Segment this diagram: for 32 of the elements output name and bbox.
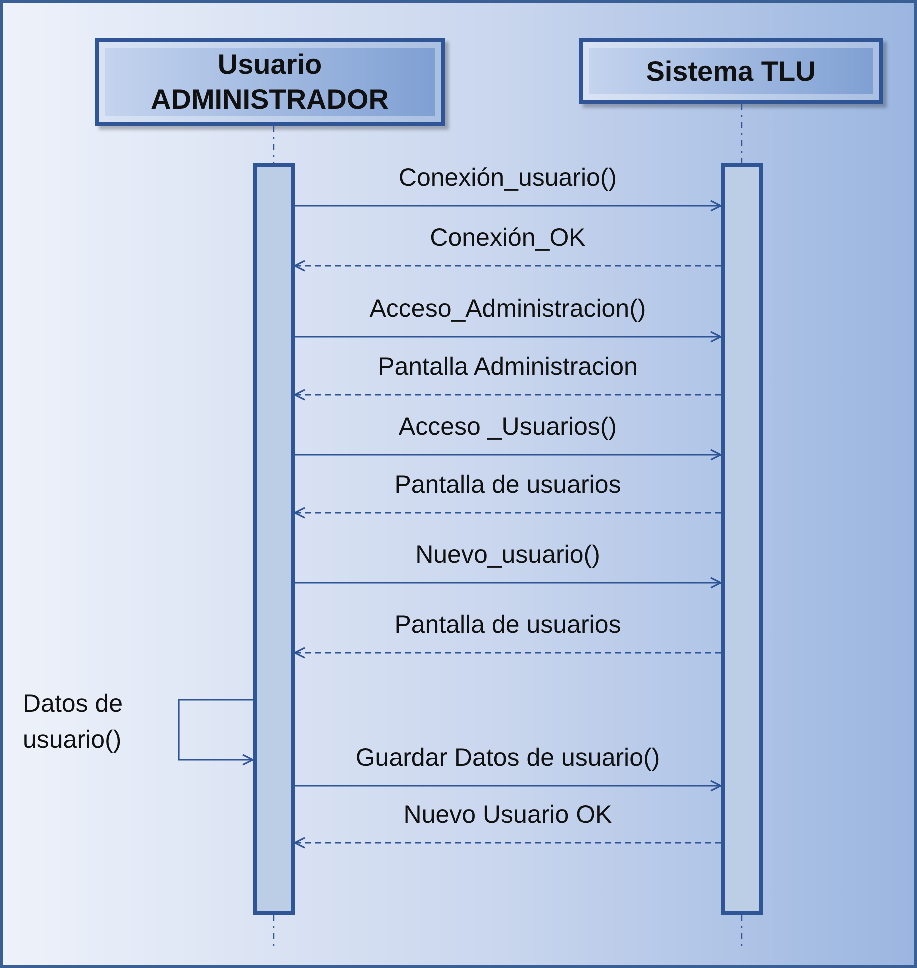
lifeline xyxy=(741,915,743,948)
message-arrow xyxy=(295,449,722,461)
message-label: Pantalla de usuarios xyxy=(394,471,622,500)
return-message-arrow xyxy=(294,389,721,401)
message-arrow xyxy=(295,780,722,792)
message-label: Datos de usuario() xyxy=(23,689,124,756)
message-label: Nuevo Usuario OK xyxy=(404,801,612,830)
message-arrow xyxy=(295,331,722,343)
lifeline-header-box xyxy=(579,38,883,104)
message-label: Pantalla Administracion xyxy=(378,353,638,382)
message-arrow xyxy=(295,200,722,212)
lifeline-header-box xyxy=(95,38,445,126)
message-label: Nuevo_usuario() xyxy=(416,541,600,570)
message-label: Conexión_usuario() xyxy=(398,164,618,193)
lifeline-title: Sistema TLU xyxy=(646,54,816,88)
return-message-arrow xyxy=(294,507,721,519)
message-label: Acceso_Administracion() xyxy=(370,295,646,324)
message-label: Acceso _Usuarios() xyxy=(398,413,618,442)
lifeline xyxy=(741,104,743,163)
activation-bar xyxy=(253,163,295,915)
message-label: Conexión_OK xyxy=(430,224,586,253)
activation-bar xyxy=(721,163,763,915)
message-arrow xyxy=(295,577,722,589)
lifeline-title: Usuario ADMINISTRADOR xyxy=(150,48,390,117)
return-message-arrow xyxy=(294,837,721,849)
lifeline xyxy=(273,126,275,163)
message-label: Guardar Datos de usuario() xyxy=(356,744,660,773)
message-label: Pantalla de usuarios xyxy=(394,611,622,640)
self-message-arrow xyxy=(178,699,254,766)
return-message-arrow xyxy=(294,260,721,272)
return-message-arrow xyxy=(294,647,721,659)
lifeline xyxy=(273,915,275,948)
